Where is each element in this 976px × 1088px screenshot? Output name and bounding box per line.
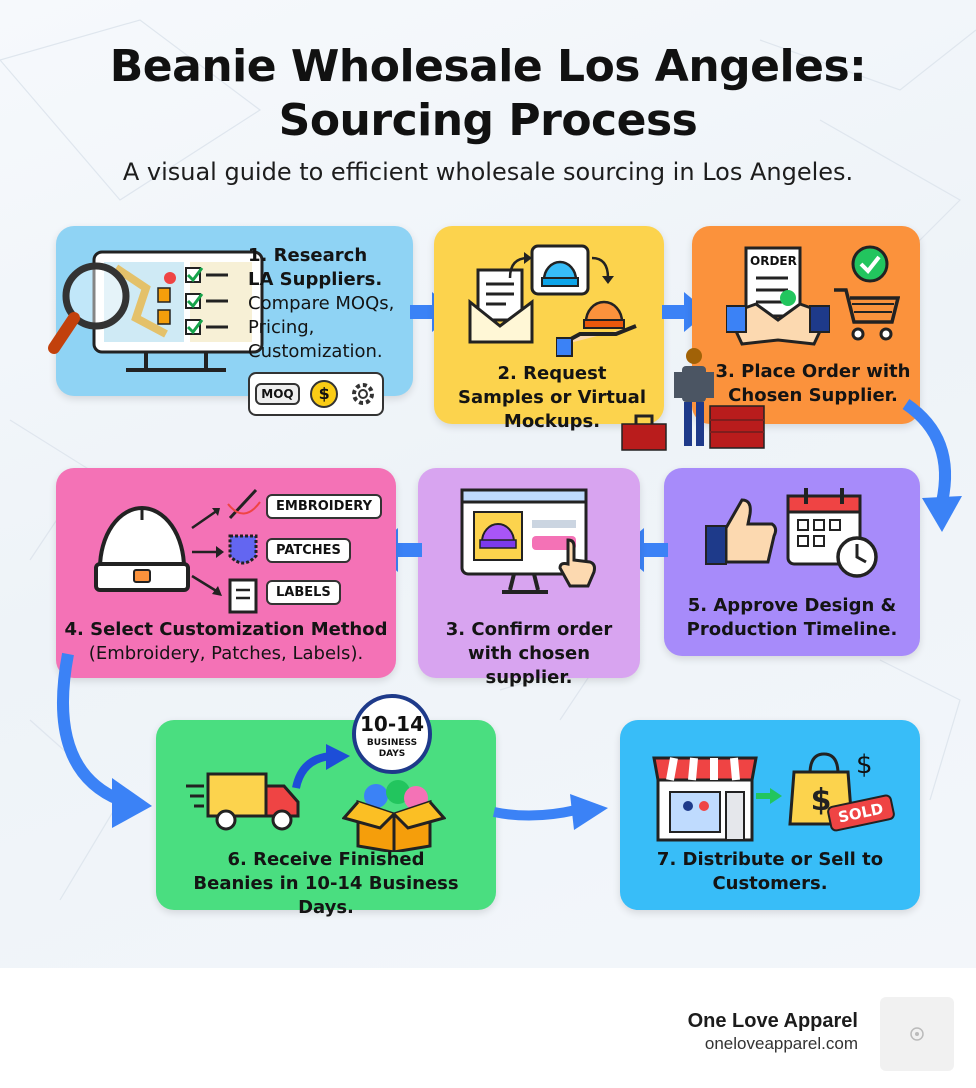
checklist-icon	[185, 267, 228, 335]
step-1-detail: Compare MOQs, Pricing, Customization.	[248, 293, 395, 362]
clock-icon	[836, 536, 878, 578]
page-title: Beanie Wholesale Los Angeles: Sourcing P…	[109, 41, 867, 146]
badge-text: BUSINESS DAYS	[366, 738, 418, 759]
option-patches: PATCHES	[266, 538, 351, 563]
brand-logo	[880, 997, 954, 1071]
step-6-card: 10-14 BUSINESS DAYS 6. Receive Finished …	[156, 694, 496, 918]
step-3-card: ORDER 3. Place Order with Chosen Supplie…	[692, 226, 920, 424]
dollar-sign-icon: $	[856, 750, 873, 780]
badge-days: 10-14	[360, 712, 424, 736]
envelope-icon	[468, 268, 534, 344]
open-box-icon	[342, 780, 446, 852]
thumbs-up-icon	[705, 498, 778, 565]
cart-icon	[834, 288, 900, 341]
step-7-title: 7. Distribute or Sell to Customers.	[656, 849, 884, 894]
step-4-detail: (Embroidery, Patches, Labels).	[88, 643, 364, 664]
step-4-title: 4. Select Customization Method	[64, 619, 388, 640]
worker-figure	[674, 348, 714, 446]
option-arrows	[191, 508, 224, 596]
pointer-hand-icon	[558, 538, 596, 588]
arrow-step6-to-step7	[492, 794, 608, 830]
curved-arrow-icon	[292, 744, 350, 789]
step-2-title: 2. Request Samples or Virtual Mockups.	[457, 363, 646, 432]
toolbox-icon	[709, 405, 765, 449]
option-labels: LABELS	[266, 580, 341, 605]
step-5-title: 5. Approve Design & Production Timeline.	[686, 595, 898, 640]
step-2-card: 2. Request Samples or Virtual Mockups.	[434, 226, 664, 432]
hand-beanie-icon	[556, 300, 637, 357]
step-6-title: 6. Receive Finished Beanies in 10-14 Bus…	[193, 849, 459, 918]
step-1-title: 1. Research LA Suppliers.	[248, 245, 383, 290]
brand-url: oneloveapparel.com	[704, 1034, 858, 1053]
curved-arrows-icon	[508, 252, 614, 284]
moq-tag-icon: MOQ	[255, 383, 300, 405]
needle-icon	[227, 488, 261, 520]
step-3b-card: 3. Confirm order with chosen supplier.	[418, 468, 640, 688]
arrow-step3-to-step5	[902, 399, 962, 532]
footer	[0, 968, 976, 1088]
computer-beanie-icon	[460, 488, 588, 594]
arrow-step4-to-step6	[56, 652, 152, 828]
order-tag: ORDER	[750, 254, 797, 268]
check-icon	[851, 245, 889, 283]
step-7-card: $ $ SOLD 7. Distribute or Sell to Custom…	[620, 720, 920, 910]
beanie-sample-icon	[530, 244, 590, 296]
toolbox-icon	[621, 414, 667, 451]
dollar-coin-icon: $	[310, 380, 339, 408]
beanie-icon	[94, 506, 190, 592]
logo-icon	[910, 1027, 924, 1041]
infographic: Beanie Wholesale Los Angeles: Sourcing P…	[0, 19, 976, 918]
option-embroidery: EMBROIDERY	[266, 494, 383, 519]
arrow-right-icon	[756, 788, 782, 804]
brand-name: One Love Apparel	[687, 1010, 858, 1032]
patch-icon	[228, 534, 258, 565]
page-subtitle: A visual guide to efficient wholesale so…	[122, 158, 854, 186]
step-1-card: 1. Research LA Suppliers. Compare MOQs, …	[48, 226, 413, 416]
step-3-title: 3. Place Order with Chosen Supplier.	[715, 361, 911, 406]
step-1-tags: MOQ $	[248, 372, 384, 416]
magnifier-icon	[48, 262, 130, 354]
gear-icon	[351, 383, 374, 405]
label-icon	[228, 578, 258, 614]
handshake-icon	[726, 302, 830, 346]
step-5-card: 5. Approve Design & Production Timeline.	[664, 468, 920, 656]
delivery-truck-icon	[186, 772, 300, 831]
storefront-icon	[652, 756, 758, 842]
step-3b-title: 3. Confirm order with chosen supplier.	[445, 619, 613, 688]
clock-badge-icon: 10-14 BUSINESS DAYS	[352, 694, 432, 774]
step-4-card: EMBROIDERY PATCHES LABELS 4. Select Cust…	[56, 468, 396, 678]
